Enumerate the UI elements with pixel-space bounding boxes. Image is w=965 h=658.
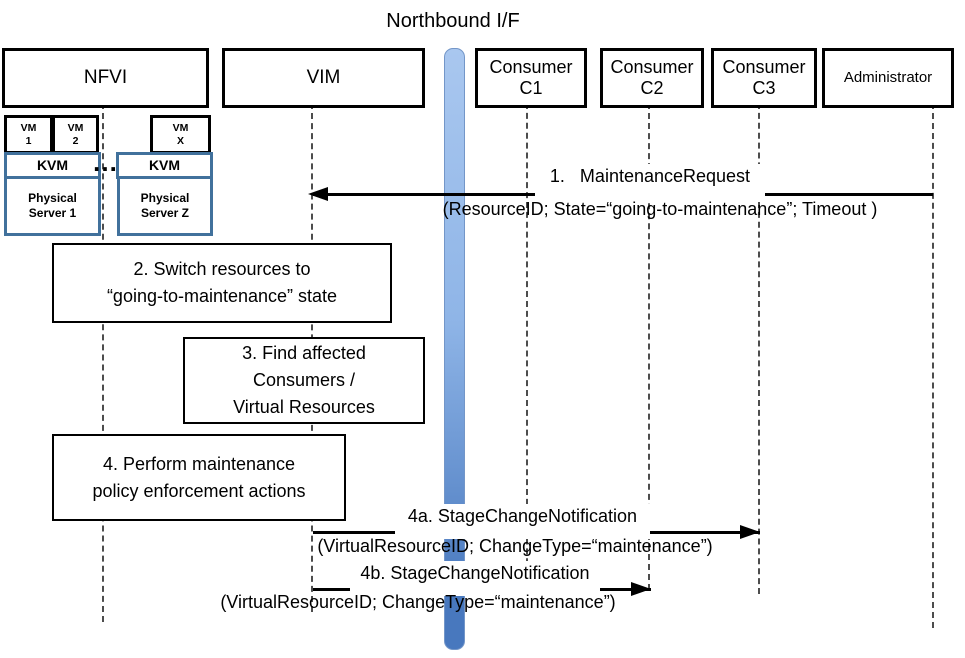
kvm-2-box: KVM <box>116 152 213 179</box>
vm-x-box: VM X <box>150 115 211 154</box>
activity-4-box: 4. Perform maintenance policy enforcemen… <box>52 434 346 521</box>
message-4b-params: (VirtualResourceID; ChangeType=“maintena… <box>220 592 616 612</box>
lifeline-consumer-c1 <box>526 103 528 594</box>
message-1-arrowhead <box>308 187 328 201</box>
activity-3-box: 3. Find affected Consumers / Virtual Res… <box>183 337 425 424</box>
lifeline-nfvi <box>102 103 104 622</box>
ellipsis-dots: … <box>92 147 118 177</box>
actor-consumer-c1: Consumer C1 <box>475 48 587 108</box>
message-4b-arrowhead <box>631 582 651 596</box>
message-4a-params: (VirtualResourceID; ChangeType=“maintena… <box>317 536 713 556</box>
vm-1-box: VM 1 <box>4 115 53 154</box>
activity-2-box: 2. Switch resources to “going-to-mainten… <box>52 243 392 323</box>
northbound-interface-bar <box>444 48 465 650</box>
actor-nfvi: NFVI <box>2 48 209 108</box>
physical-server-1-box: Physical Server 1 <box>4 176 101 236</box>
kvm-1-box: KVM <box>4 152 101 179</box>
actor-vim: VIM <box>222 48 425 108</box>
message-4a-label: 4a. StageChangeNotification <box>395 504 650 539</box>
lifeline-consumer-c2 <box>648 103 650 590</box>
actor-consumer-c2: Consumer C2 <box>600 48 704 108</box>
physical-server-z-box: Physical Server Z <box>117 176 213 236</box>
actor-consumer-c3: Consumer C3 <box>711 48 817 108</box>
lifeline-administrator <box>932 103 934 628</box>
actor-administrator: Administrator <box>822 48 954 108</box>
lifeline-consumer-c3 <box>758 103 760 594</box>
message-1-params: (ResourceID; State=“going-to-maintenance… <box>442 199 878 219</box>
message-4a-arrowhead <box>740 525 760 539</box>
message-4b-label: 4b. StageChangeNotification <box>350 561 600 596</box>
message-1-label: 1. MaintenanceRequest <box>535 164 765 202</box>
diagram-title: Northbound I/F <box>386 10 520 32</box>
